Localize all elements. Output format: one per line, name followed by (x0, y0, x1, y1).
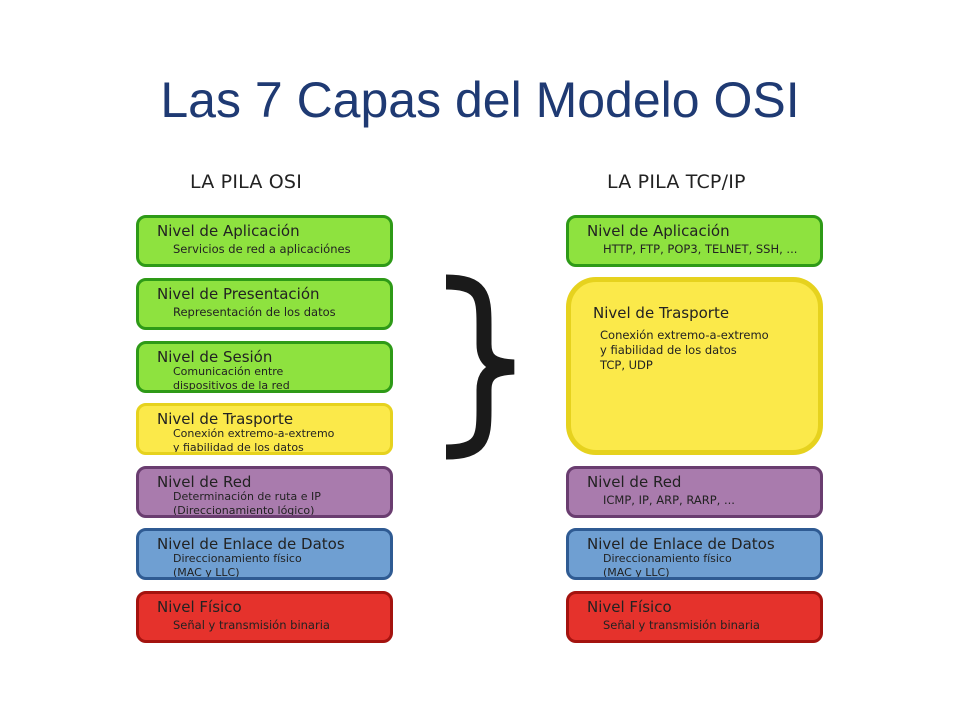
osi-layer-data-link: Nivel de Enlace de Datos Direccionamient… (136, 528, 393, 580)
layer-name: Nivel de Trasporte (593, 304, 730, 322)
osi-stack-heading: LA PILA OSI (190, 171, 302, 193)
layer-name: Nivel de Red (587, 473, 682, 491)
tcpip-layer-application: Nivel de Aplicación HTTP, FTP, POP3, TEL… (566, 215, 823, 267)
layer-name: Nivel Físico (157, 598, 242, 616)
osi-layer-session: Nivel de Sesión Comunicación entre dispo… (136, 341, 393, 393)
grouping-brace (445, 274, 515, 460)
layer-description: Direccionamiento físico (MAC y LLC) (603, 552, 732, 579)
osi-layer-network: Nivel de Red Determinación de ruta e IP … (136, 466, 393, 518)
layer-name: Nivel de Aplicación (157, 222, 300, 240)
layer-description: Representación de los datos (173, 305, 336, 319)
osi-layer-presentation: Nivel de Presentación Representación de … (136, 278, 393, 330)
layer-description: Direccionamiento físico (MAC y LLC) (173, 552, 302, 579)
tcpip-stack-heading: LA PILA TCP/IP (607, 171, 746, 193)
layer-description: Conexión extremo-a-extremo y fiabilidad … (600, 328, 769, 372)
layer-description: Servicios de red a aplicaciónes (173, 242, 351, 256)
page-title: Las 7 Capas del Modelo OSI (160, 72, 800, 128)
layer-name: Nivel de Enlace de Datos (587, 535, 775, 553)
osi-layer-physical: Nivel Físico Señal y transmisión binaria (136, 591, 393, 643)
layer-description: Señal y transmisión binaria (173, 618, 330, 632)
layer-description: HTTP, FTP, POP3, TELNET, SSH, ... (603, 242, 798, 256)
layer-name: Nivel Físico (587, 598, 672, 616)
layer-name: Nivel de Trasporte (157, 410, 294, 428)
layer-description: Determinación de ruta e IP (Direccionami… (173, 490, 321, 517)
layer-name: Nivel de Red (157, 473, 252, 491)
tcpip-layer-network: Nivel de Red ICMP, IP, ARP, RARP, ... (566, 466, 823, 518)
layer-description: ICMP, IP, ARP, RARP, ... (603, 493, 735, 507)
osi-layer-transport: Nivel de Trasporte Conexión extremo-a-ex… (136, 403, 393, 455)
brace-shape (445, 274, 515, 460)
layer-description: Comunicación entre dispositivos de la re… (173, 365, 290, 392)
layer-name: Nivel de Presentación (157, 285, 320, 303)
layer-description: Conexión extremo-a-extremo y fiabilidad … (173, 427, 335, 454)
layer-name: Nivel de Enlace de Datos (157, 535, 345, 553)
layer-name: Nivel de Aplicación (587, 222, 730, 240)
tcpip-layer-physical: Nivel Físico Señal y transmisión binaria (566, 591, 823, 643)
osi-layer-application: Nivel de Aplicación Servicios de red a a… (136, 215, 393, 267)
layer-description: Señal y transmisión binaria (603, 618, 760, 632)
layer-name: Nivel de Sesión (157, 348, 273, 366)
tcpip-layer-data-link: Nivel de Enlace de Datos Direccionamient… (566, 528, 823, 580)
tcpip-layer-transport: Nivel de Trasporte Conexión extremo-a-ex… (566, 277, 823, 455)
